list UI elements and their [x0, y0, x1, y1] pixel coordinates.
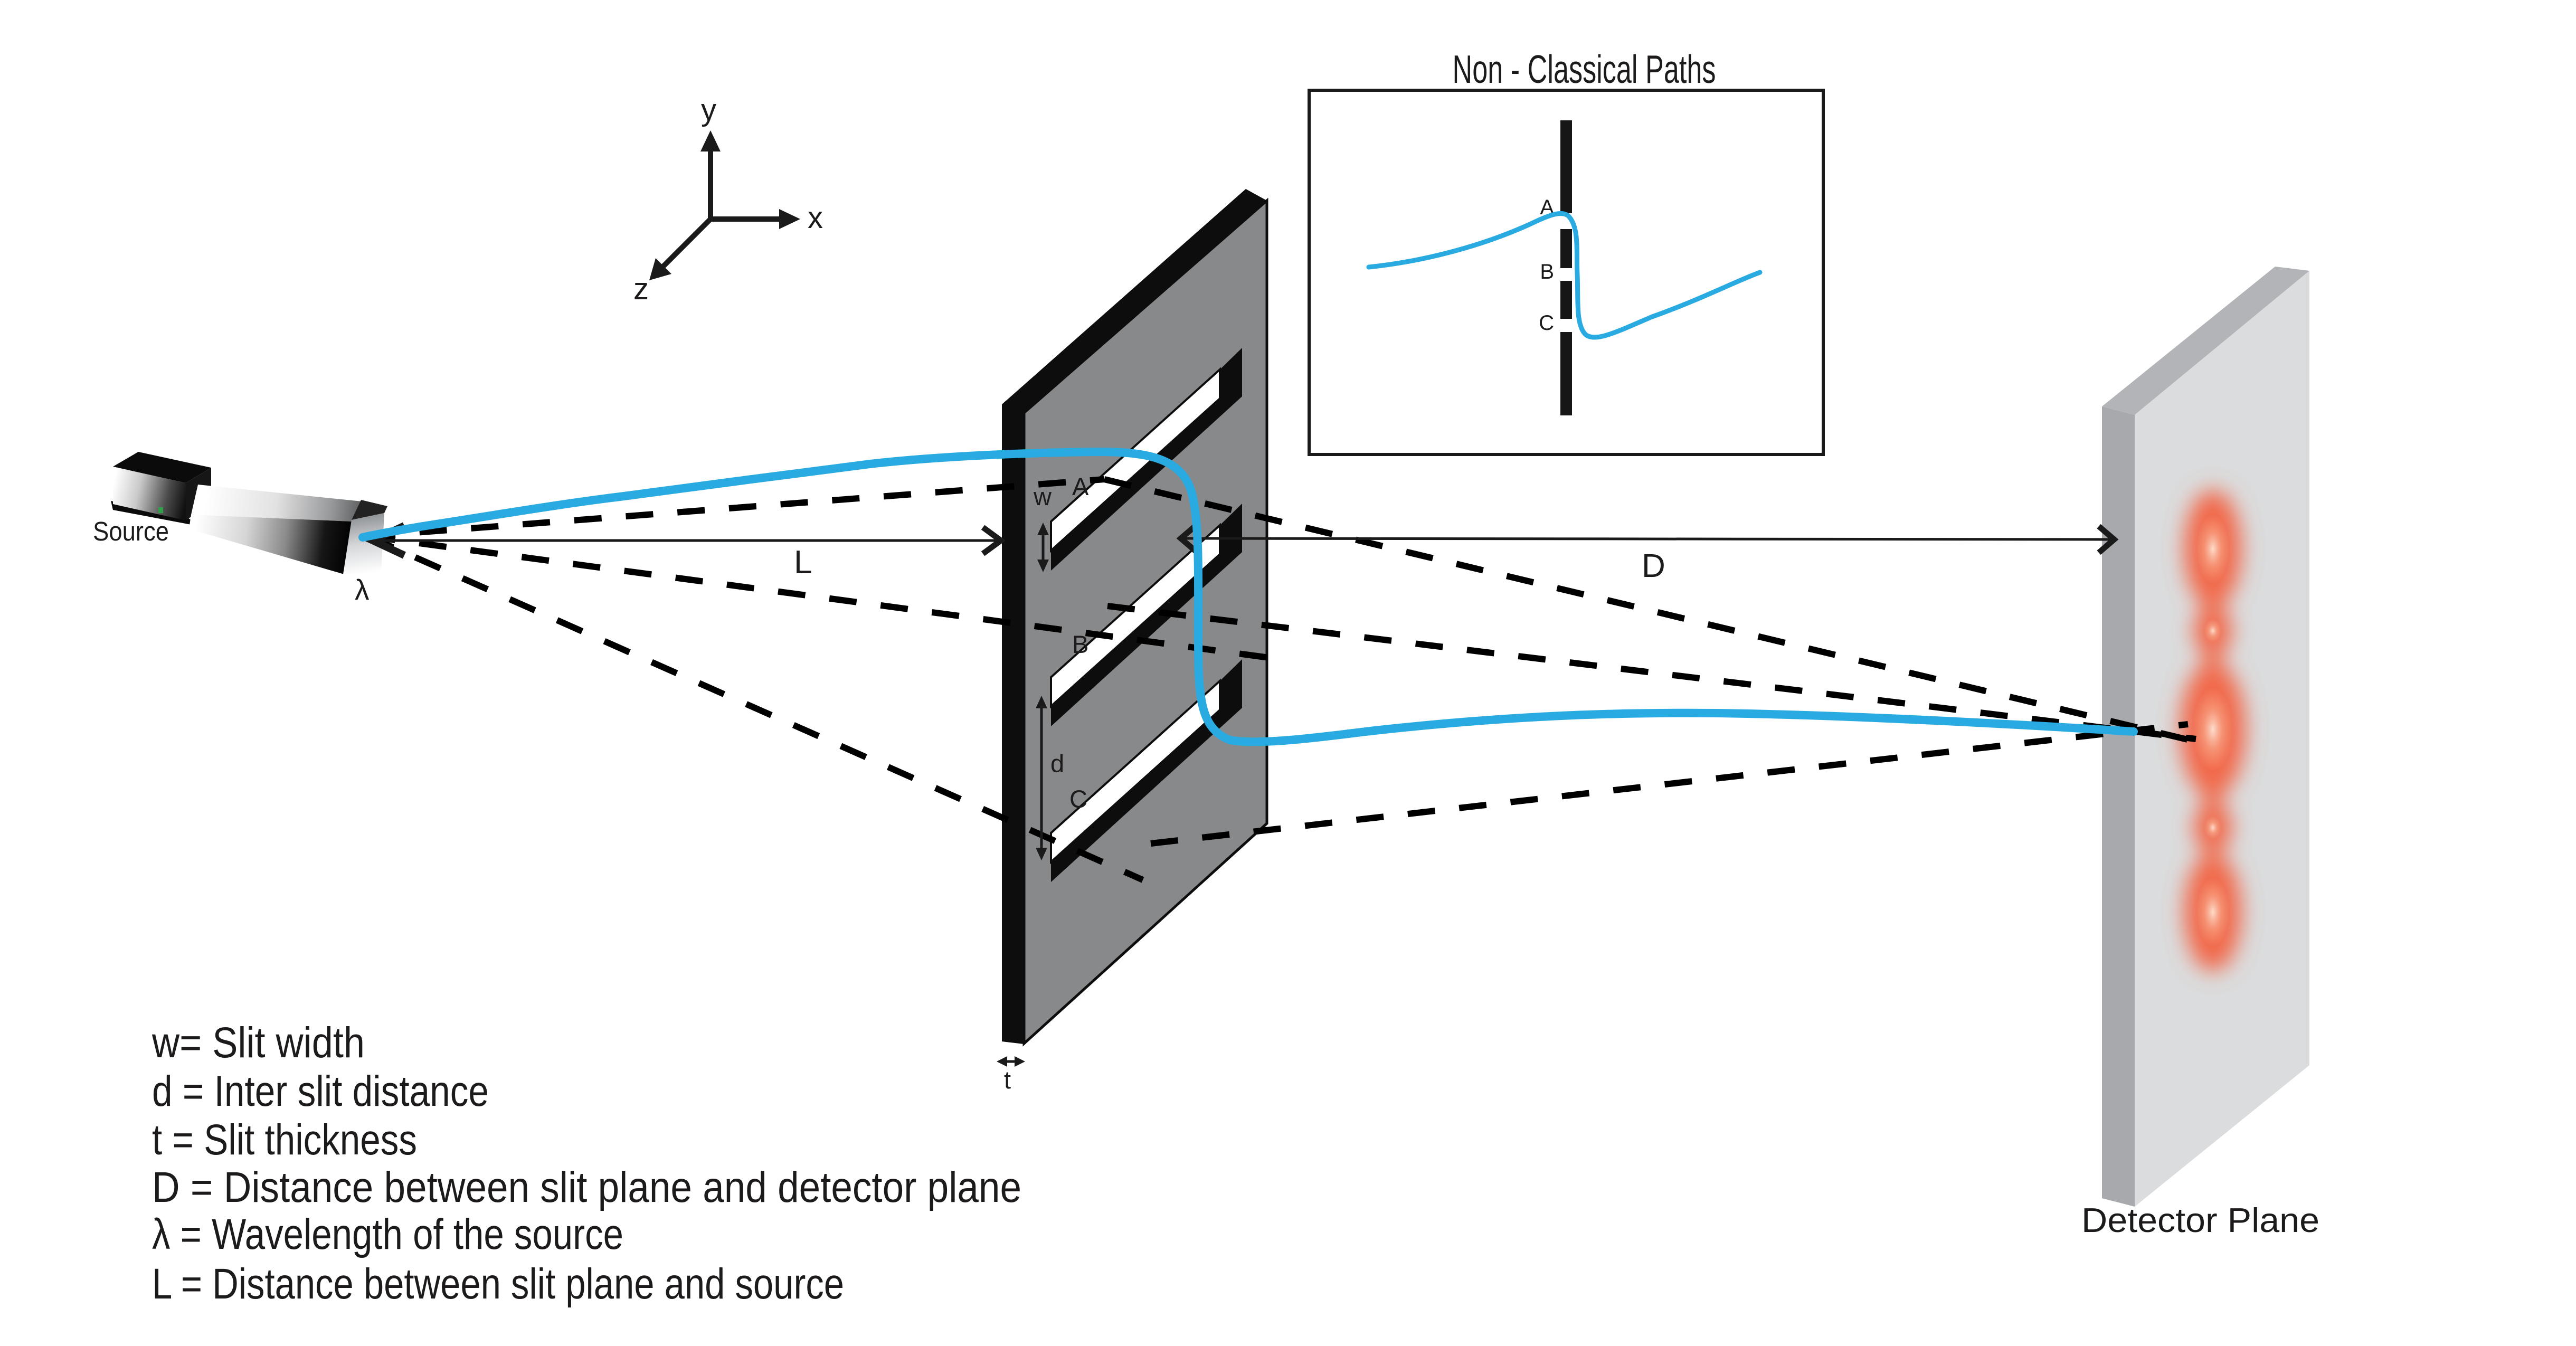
- svg-text:t: t: [1004, 1066, 1011, 1094]
- svg-text:z: z: [633, 272, 649, 306]
- svg-text:d = Inter slit distance: d = Inter slit distance: [152, 1067, 489, 1115]
- svg-text:d: d: [1050, 750, 1064, 778]
- svg-text:Source: Source: [93, 516, 169, 546]
- svg-text:D: D: [1642, 548, 1665, 584]
- svg-text:Non - Classical Paths: Non - Classical Paths: [1453, 47, 1716, 91]
- svg-text:C: C: [1539, 311, 1554, 335]
- svg-text:y: y: [701, 93, 716, 127]
- svg-text:B: B: [1540, 260, 1554, 283]
- svg-text:L: L: [794, 544, 812, 581]
- svg-text:λ: λ: [355, 573, 370, 606]
- svg-text:w: w: [1033, 482, 1052, 510]
- svg-text:L = Distance between slit plan: L = Distance between slit plane and sour…: [152, 1260, 844, 1308]
- svg-text:D = Distance between slit plan: D = Distance between slit plane and dete…: [152, 1163, 1021, 1211]
- svg-text:A: A: [1072, 472, 1089, 500]
- svg-text:w= Slit width: w= Slit width: [151, 1019, 365, 1067]
- svg-text:Detector Plane: Detector Plane: [2081, 1201, 2319, 1239]
- svg-text:x: x: [808, 201, 823, 235]
- svg-text:C: C: [1069, 785, 1087, 813]
- svg-text:B: B: [1072, 630, 1088, 658]
- svg-text:t = Slit thickness: t = Slit thickness: [152, 1116, 417, 1164]
- svg-text:λ = Wavelength of the source: λ = Wavelength of the source: [152, 1210, 623, 1258]
